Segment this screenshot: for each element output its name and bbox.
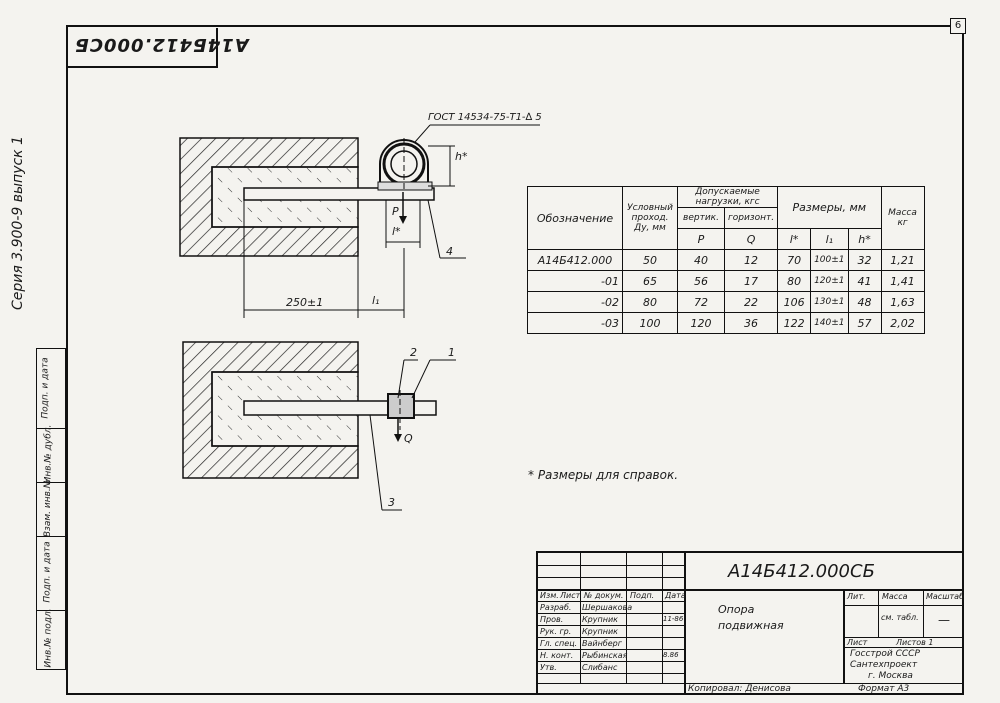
side-cell: Подп. и дата: [37, 537, 65, 611]
hdr-sizes: Размеры, мм: [777, 186, 882, 229]
pos-1: 1: [448, 346, 455, 359]
hdr-l1: l₁: [810, 228, 849, 250]
spec-table: Обозначение Условный проход. Ду, мм Допу…: [527, 186, 925, 334]
bracket-bar: [243, 187, 435, 201]
side-cell: Инв.№ дубл.: [37, 425, 65, 483]
role-name: Шершакова: [582, 603, 633, 612]
dim-lstar: l*: [392, 225, 401, 238]
rotated-code-box: [66, 28, 218, 68]
title-block: А14Б412.000СБ Изм. Лист № докум. Подп. Д…: [536, 551, 964, 695]
pos-3: 3: [388, 496, 395, 509]
org-name: Госстрой СССР: [850, 649, 920, 659]
hdr-nominal: Условный проход. Ду, мм: [622, 186, 678, 250]
side-cell: Взам. инв.№: [37, 479, 65, 537]
title-code: А14Б412.000СБ: [728, 561, 875, 582]
hdr-vert: вертик.: [677, 207, 725, 229]
dim-l1: l₁: [372, 294, 380, 307]
side-cell: Подп. и дата: [37, 349, 65, 429]
hdr-designation: Обозначение: [527, 186, 623, 250]
load-q: Q: [404, 432, 413, 445]
drawing-frame: [66, 25, 964, 695]
side-stamp: Подп. и дата Инв.№ дубл. Взам. инв.№ Под…: [36, 348, 66, 670]
hdr-h: h*: [847, 228, 882, 250]
note-text: * Размеры для справок.: [528, 468, 679, 482]
sheet-number: 6: [950, 18, 966, 34]
load-p: P: [392, 205, 399, 218]
role: Разраб.: [540, 603, 572, 612]
copied-by: Копировал: Денисова: [688, 684, 791, 694]
hdr-p: P: [677, 228, 725, 250]
pos-4: 4: [446, 245, 453, 258]
hdr-mass: Масса кг: [880, 186, 925, 250]
hdr-l: l*: [777, 228, 812, 250]
dim-hstar: h*: [455, 150, 468, 163]
gost-label: ГОСТ 14534-75-Т1-∆ 5: [428, 112, 542, 123]
hdr-horiz: горизонт.: [723, 207, 779, 229]
item-name: Опора: [718, 603, 755, 616]
pos-2: 2: [410, 346, 417, 359]
hdr-q: Q: [723, 228, 779, 250]
dim-250: 250±1: [286, 296, 324, 309]
pipe-clamp: [377, 138, 433, 191]
lower-clamp: [387, 393, 415, 419]
hdr-loads: Допускаемые нагрузки, кгс: [676, 186, 779, 208]
